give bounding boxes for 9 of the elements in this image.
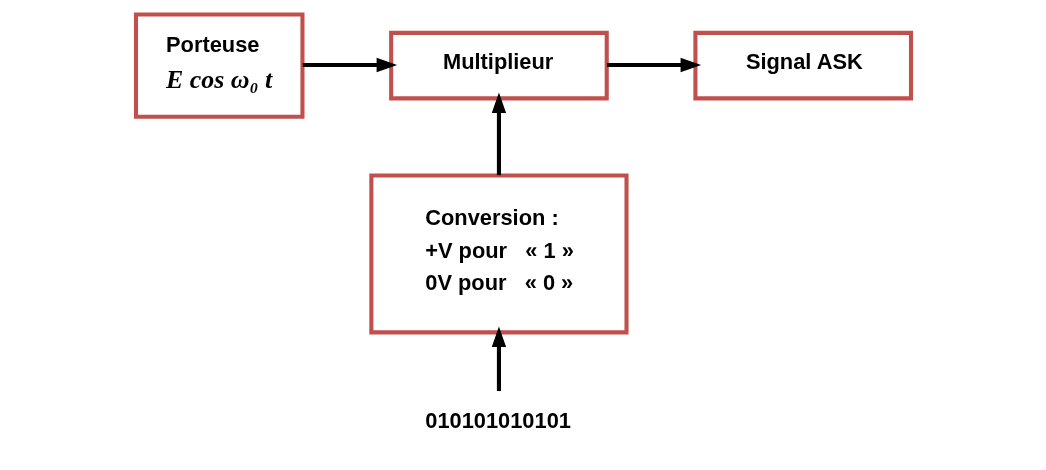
node-box: Porteuse E cos ω₀ t xyxy=(133,11,304,119)
node-box: Multiplieur xyxy=(388,30,609,100)
node-box: Signal ASK xyxy=(692,30,913,100)
arrow xyxy=(606,57,701,72)
node-text: 010101010101 xyxy=(424,407,571,433)
node-box: Conversion : +V pour « 1 » 0V pour « 0 » xyxy=(368,172,629,334)
arrow xyxy=(302,57,397,72)
arrow xyxy=(491,326,506,391)
arrow xyxy=(491,91,506,175)
